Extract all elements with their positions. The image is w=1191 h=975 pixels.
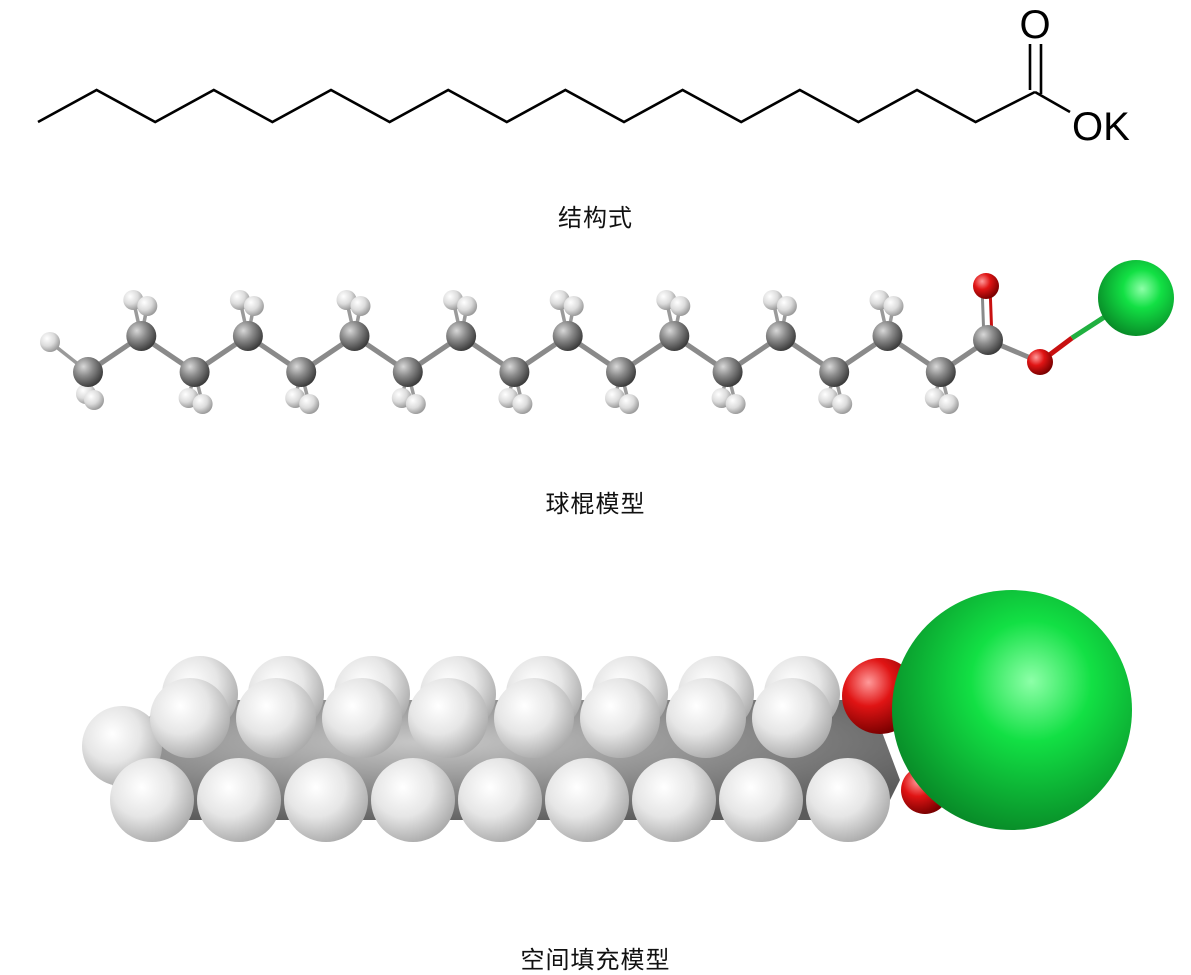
hydrogen-atom bbox=[632, 758, 716, 842]
hydrogen-atom bbox=[405, 394, 426, 414]
carbon-skeleton bbox=[37, 88, 1036, 124]
hydrogen-atom bbox=[806, 758, 890, 842]
hydrogen-atom bbox=[371, 758, 455, 842]
carbon-atom bbox=[872, 321, 903, 351]
hydrogen-atom bbox=[322, 678, 402, 758]
hydrogen-atom bbox=[150, 678, 230, 758]
potassium-atom bbox=[1098, 260, 1174, 336]
hydrogen-atom bbox=[776, 296, 797, 316]
hydrogen-atom bbox=[458, 758, 542, 842]
hydrogen-atom bbox=[243, 296, 264, 316]
oxygen-potassium-bond bbox=[1070, 313, 1108, 341]
potassium-atom bbox=[892, 590, 1132, 830]
structural-formula: O OK bbox=[37, 3, 1130, 149]
hydrogen-atom bbox=[299, 394, 320, 414]
carbon-atom bbox=[712, 357, 743, 387]
carbon-atom bbox=[392, 357, 423, 387]
hydrogen-atom bbox=[725, 394, 746, 414]
hydrogen-atom bbox=[236, 678, 316, 758]
carbon-atom bbox=[499, 357, 530, 387]
carbonyl-oxygen-label: O bbox=[1019, 3, 1050, 47]
hydrogen-atom bbox=[284, 758, 368, 842]
hydrogen-atom bbox=[40, 332, 60, 352]
carbon-atom bbox=[446, 321, 477, 351]
hydrogen-atom bbox=[457, 296, 478, 316]
carbon-atom bbox=[179, 357, 210, 387]
hydrogen-atom bbox=[408, 678, 488, 758]
carbon-atom bbox=[339, 321, 370, 351]
carbon-atom bbox=[606, 357, 636, 387]
hydrogen-atom bbox=[84, 390, 104, 410]
structural-formula-caption: 结构式 bbox=[558, 204, 633, 232]
carbon-atom bbox=[973, 325, 1003, 355]
carbon-atom bbox=[552, 321, 583, 351]
hydrogen-atom bbox=[350, 296, 371, 316]
hydrogen-atom bbox=[137, 296, 158, 316]
hydrogen-atom bbox=[563, 296, 584, 316]
ball-and-stick-model bbox=[40, 260, 1174, 414]
hydrogen-atom bbox=[494, 678, 574, 758]
hydrogen-atom bbox=[752, 678, 832, 758]
carbon-atom bbox=[819, 357, 850, 387]
hydrogen-atom bbox=[512, 394, 533, 414]
space-filling-caption: 空间填充模型 bbox=[520, 946, 671, 974]
hydrogen-atom bbox=[580, 678, 660, 758]
hydrogen-atom bbox=[110, 758, 194, 842]
hydrogen-atom bbox=[883, 296, 904, 316]
hydrogen-atom bbox=[670, 296, 691, 316]
hydrogen-atom bbox=[832, 394, 853, 414]
carbon-atom bbox=[925, 357, 956, 387]
hydrogen-atom bbox=[619, 394, 639, 414]
hydrogen-atom bbox=[719, 758, 803, 842]
hydrogen-atom bbox=[938, 394, 959, 414]
hydrogen-atom bbox=[192, 394, 213, 414]
ball-and-stick-caption: 球棍模型 bbox=[545, 490, 646, 518]
oxygen-atom bbox=[973, 273, 999, 299]
ok-label: OK bbox=[1072, 105, 1130, 149]
oxygen-atom bbox=[1027, 349, 1053, 375]
carbon-atom bbox=[659, 321, 690, 351]
carbon-atom bbox=[126, 321, 157, 351]
hydrogen-atom bbox=[666, 678, 746, 758]
carbon-oxygen-bond bbox=[1034, 90, 1071, 114]
carbon-atom bbox=[73, 357, 103, 387]
hydrogen-atom bbox=[197, 758, 281, 842]
carbon-atom bbox=[232, 321, 263, 351]
hydrogen-atom bbox=[545, 758, 629, 842]
carbon-atom bbox=[765, 321, 796, 351]
space-filling-model bbox=[82, 590, 1132, 842]
carbon-atom bbox=[286, 357, 317, 387]
